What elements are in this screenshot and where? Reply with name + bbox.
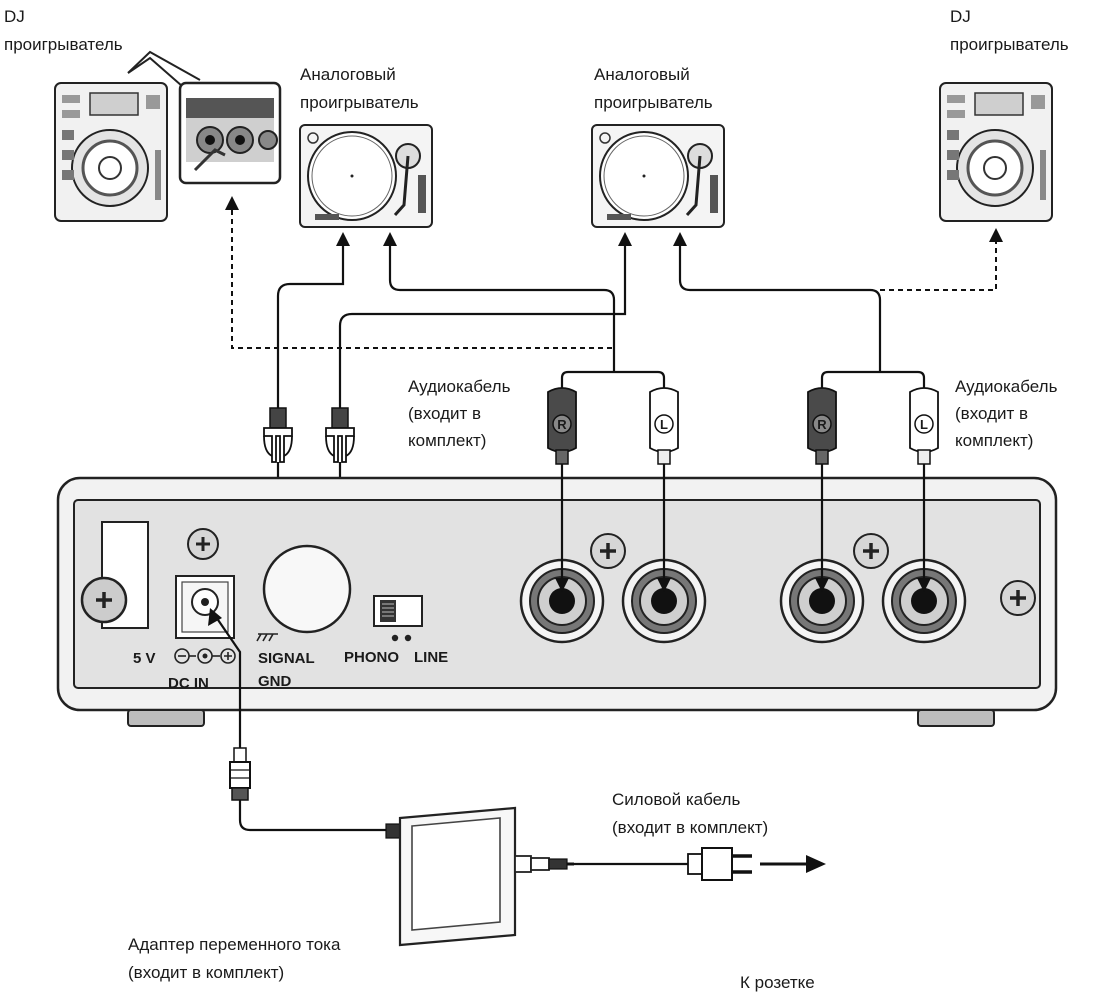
dj-player-left-dashed-link bbox=[225, 196, 612, 349]
dj-player-left-label-1: DJ bbox=[4, 7, 25, 26]
rca-plug-left-r: R bbox=[547, 387, 577, 465]
plug-r-label: R bbox=[817, 417, 827, 432]
dj-player-right-icon bbox=[939, 82, 1053, 222]
audio-cable-left-label-3: комплект) bbox=[408, 431, 486, 450]
ac-adapter-label-2: (входит в комплект) bbox=[128, 963, 284, 982]
rca-jack-4 bbox=[881, 558, 967, 644]
dc-in-label: DC IN bbox=[168, 675, 209, 692]
turntable-right-label-1: Аналоговый bbox=[594, 65, 690, 84]
rca-jack-3 bbox=[779, 558, 865, 644]
plug-r-label: R bbox=[557, 417, 567, 432]
audio-cable-right-label-3: комплект) bbox=[955, 431, 1033, 450]
screw-icon bbox=[1000, 580, 1036, 616]
ground-spade-connector-right bbox=[325, 407, 355, 463]
signal-label: SIGNAL bbox=[258, 650, 315, 667]
screw-icon bbox=[187, 528, 219, 560]
power-cord-plug-icon bbox=[574, 847, 826, 881]
turntable-left-label-2: проигрыватель bbox=[300, 93, 419, 112]
dj-player-right-dashed-link bbox=[880, 228, 1003, 291]
audio-cable-right-label-2: (входит в bbox=[955, 404, 1028, 423]
dj-player-right-label-2: проигрыватель bbox=[950, 35, 1069, 54]
turntable-left-audio-cable bbox=[383, 232, 666, 392]
lock-slot-icon bbox=[80, 521, 149, 629]
turntable-left-ground-cable bbox=[276, 232, 632, 408]
ground-symbol-icon bbox=[256, 633, 278, 642]
audio-cable-left-label-1: Аудиокабель bbox=[408, 377, 511, 396]
voltage-label: 5 V bbox=[133, 650, 156, 667]
dj-player-left-label-2: проигрыватель bbox=[4, 35, 123, 54]
dc-power-cable bbox=[208, 608, 386, 832]
dc-in-jack bbox=[175, 575, 235, 639]
rca-plug-left-l: L bbox=[649, 387, 679, 465]
to-outlet-label: К розетке bbox=[740, 973, 815, 992]
rca-plug-right-r: R bbox=[807, 387, 837, 465]
audio-cable-left-label-2: (входит в bbox=[408, 404, 481, 423]
ac-adapter-icon bbox=[385, 806, 574, 947]
screw-icon bbox=[590, 533, 626, 569]
ac-adapter-label-1: Адаптер переменного тока bbox=[128, 935, 341, 954]
signal-gnd-terminal bbox=[262, 544, 352, 634]
screw-icon bbox=[853, 533, 889, 569]
rca-plug-right-l: L bbox=[909, 387, 939, 465]
phono-line-switch[interactable] bbox=[373, 595, 423, 627]
power-cable-label-2: (входит в комплект) bbox=[612, 818, 768, 837]
dj-player-right-label-1: DJ bbox=[950, 7, 971, 26]
phono-label: PHONO bbox=[344, 649, 399, 666]
turntable-right-audio-cable bbox=[673, 232, 926, 392]
gnd-label: GND bbox=[258, 673, 292, 690]
dj-player-rear-detail-icon bbox=[178, 81, 282, 185]
plug-l-label: L bbox=[920, 417, 928, 432]
line-label: LINE bbox=[414, 649, 448, 666]
turntable-right-icon bbox=[591, 124, 725, 228]
turntable-left-label-1: Аналоговый bbox=[300, 65, 396, 84]
dj-player-left-icon bbox=[54, 82, 168, 222]
turntable-right-label-2: проигрыватель bbox=[594, 93, 713, 112]
ground-spade-connector-left bbox=[263, 407, 293, 463]
turntable-left-icon bbox=[299, 124, 433, 228]
polarity-icon bbox=[174, 648, 236, 664]
audio-cable-right-label-1: Аудиокабель bbox=[955, 377, 1058, 396]
power-cable-label-1: Силовой кабель bbox=[612, 790, 740, 809]
plug-l-label: L bbox=[660, 417, 668, 432]
rca-insert-arrows bbox=[555, 464, 931, 592]
